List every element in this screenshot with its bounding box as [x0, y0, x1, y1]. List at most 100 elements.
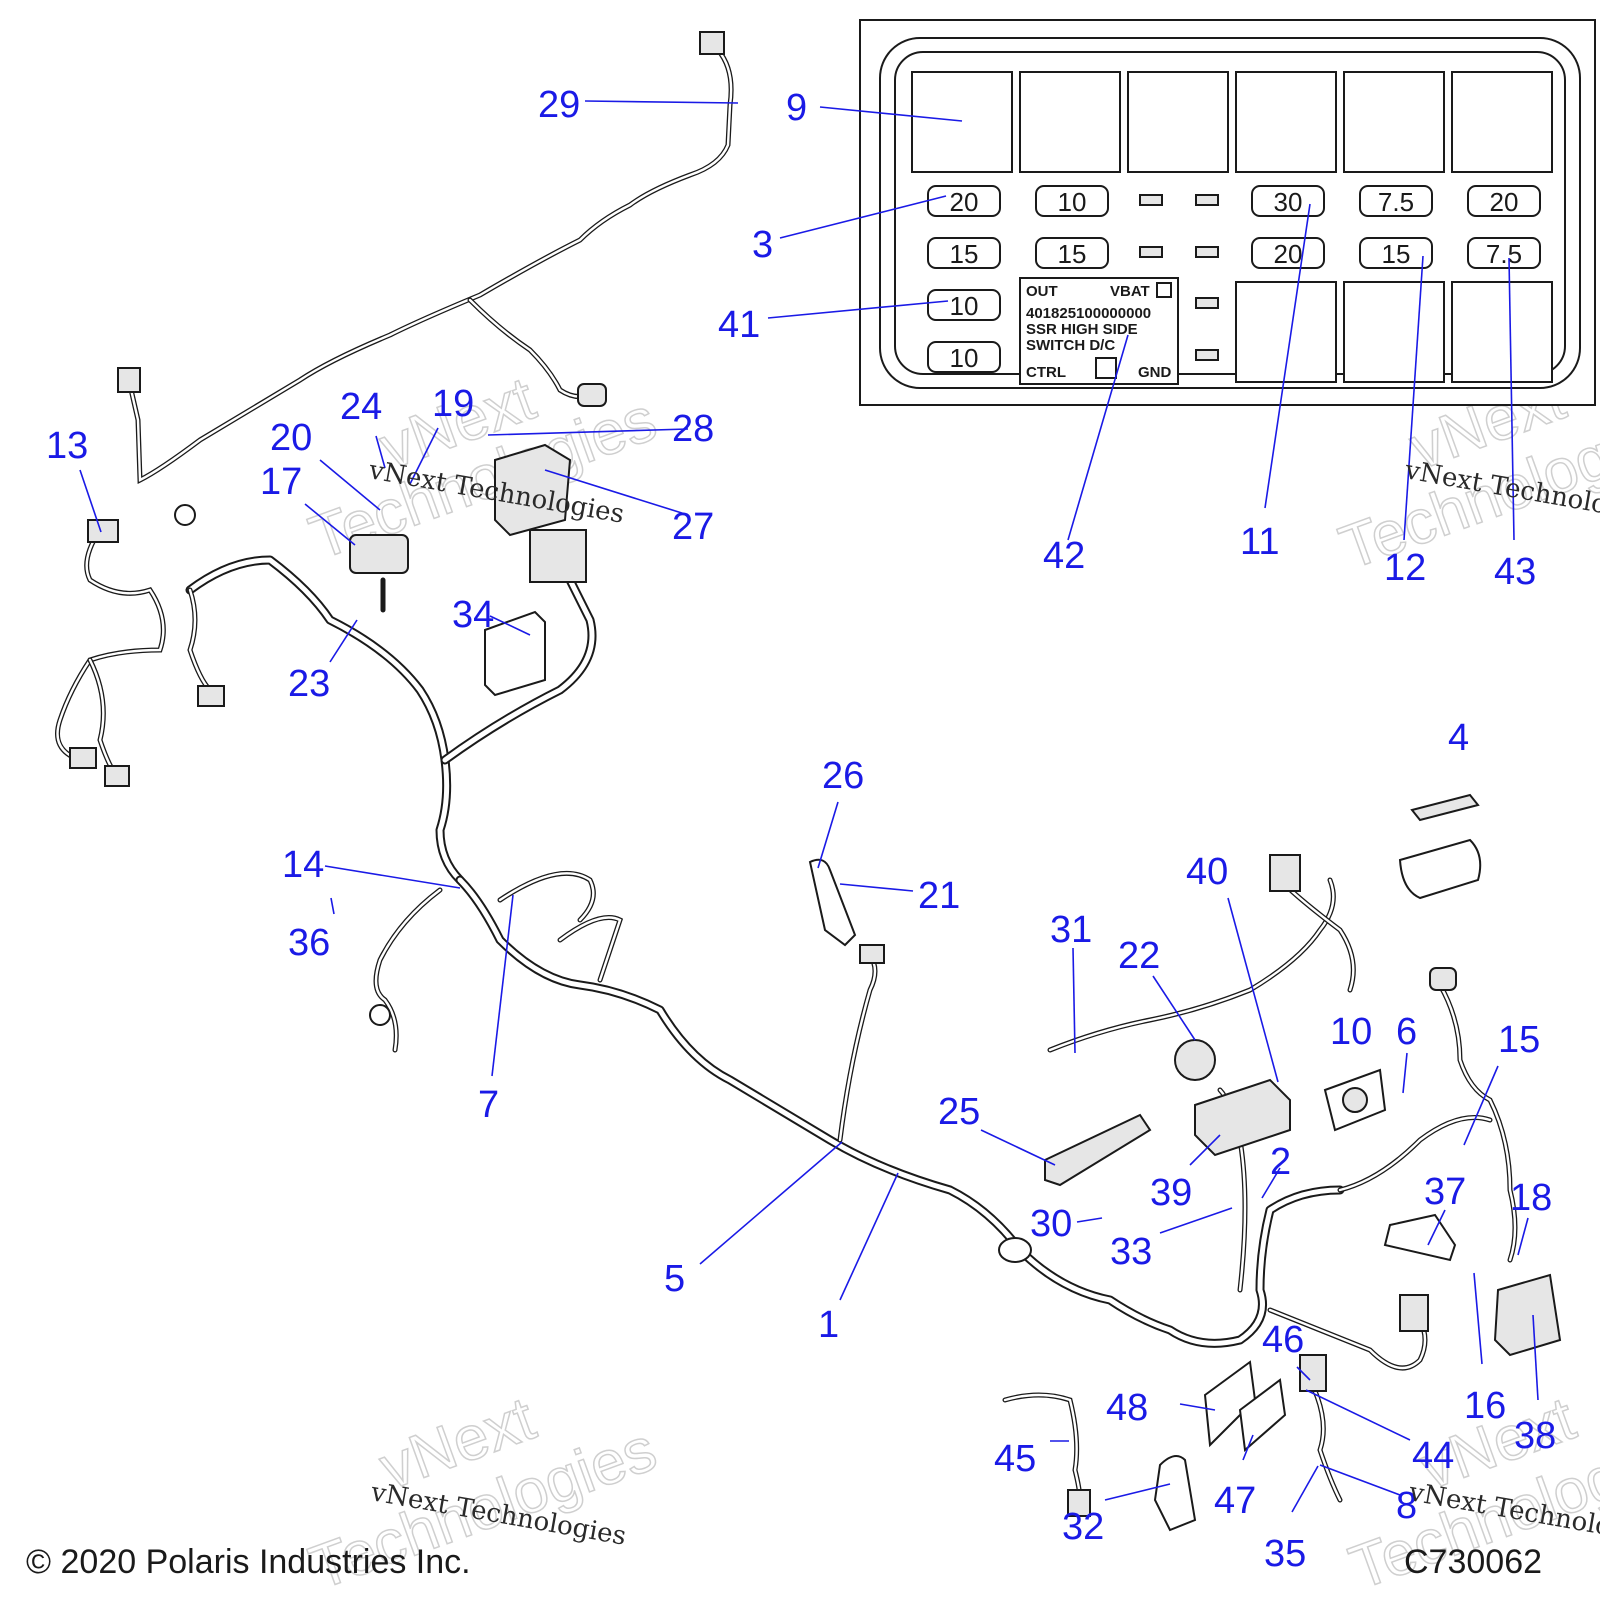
bracket-32	[1153, 1455, 1197, 1532]
mini-fuse-slots	[1139, 194, 1219, 361]
ssr-type-line1: SSR HIGH SIDE	[1026, 321, 1138, 338]
callout-36: 36	[288, 922, 330, 964]
callout-18: 18	[1510, 1177, 1552, 1219]
ssr-vbat-label: VBAT	[1110, 283, 1150, 300]
callout-11: 11	[1240, 521, 1279, 563]
relay-17	[349, 534, 409, 613]
right-harness-cluster	[1047, 854, 1518, 1503]
callout-2: 2	[1270, 1141, 1291, 1183]
grommet	[998, 1237, 1032, 1263]
cable-45	[1002, 1392, 1091, 1517]
callout-labels: 29 9 3 41 13 24 19 28 20 17 27 23 34 11 …	[46, 84, 1556, 1575]
fuse-label: 15	[950, 239, 979, 269]
callout-41: 41	[718, 304, 760, 346]
callout-17: 17	[260, 461, 302, 503]
callout-13: 13	[46, 425, 88, 467]
fuse-box: 20 10 30 7.5 20 15 15 20 15 7.5 10	[859, 19, 1596, 406]
callout-6: 6	[1396, 1011, 1417, 1053]
callout-15: 15	[1498, 1019, 1540, 1061]
callout-44: 44	[1412, 1435, 1454, 1477]
callout-14: 14	[282, 844, 324, 886]
horn-22	[1174, 1039, 1216, 1081]
drawing-code: C730062	[1404, 1543, 1542, 1581]
connector	[577, 383, 607, 407]
connector	[117, 367, 141, 393]
fuse-label: 30	[1274, 187, 1303, 217]
fuse-column-left: 10 10	[927, 289, 1001, 373]
callout-48: 48	[1106, 1387, 1148, 1429]
callout-38: 38	[1514, 1415, 1556, 1457]
callout-39: 39	[1150, 1172, 1192, 1214]
regulator-38	[1493, 1273, 1562, 1357]
fuse-label: 10	[1058, 187, 1087, 217]
ssr-part-number: 401825100000000	[1026, 305, 1151, 322]
connector	[699, 31, 725, 55]
callout-16: 16	[1464, 1385, 1506, 1427]
sensor	[174, 504, 196, 526]
bracket-34	[484, 610, 546, 697]
connector	[1269, 854, 1301, 892]
connector	[197, 685, 225, 707]
callout-29: 29	[538, 84, 580, 126]
copyright-text: © 2020 Polaris Industries Inc.	[26, 1543, 471, 1581]
callout-8: 8	[1396, 1485, 1417, 1527]
connector	[1299, 1354, 1327, 1392]
label-4	[1398, 793, 1482, 900]
callout-7: 7	[478, 1084, 499, 1126]
relay-slots-bottom	[1235, 281, 1553, 383]
callout-46: 46	[1262, 1319, 1304, 1361]
fuse-label: 20	[1490, 187, 1519, 217]
callout-45: 45	[994, 1438, 1036, 1480]
fuse-label: 10	[950, 291, 979, 321]
callout-26: 26	[822, 755, 864, 797]
left-harness-13	[55, 504, 597, 885]
fuse-label: 10	[950, 343, 979, 373]
callout-34: 34	[452, 594, 494, 636]
fuse-row-2: 15 15 20 15 7.5	[927, 237, 1541, 269]
ssr-module: OUT VBAT 401825100000000 SSR HIGH SIDE S…	[1019, 277, 1179, 385]
leader-lines	[79, 100, 1539, 1513]
connector	[104, 765, 130, 787]
grommet-10	[1323, 1068, 1387, 1132]
callout-47: 47	[1214, 1480, 1256, 1522]
connector	[859, 944, 885, 964]
callout-24: 24	[340, 386, 382, 428]
callout-37: 37	[1424, 1171, 1466, 1213]
callout-4: 4	[1448, 717, 1469, 759]
connector-block-25	[1044, 1113, 1152, 1187]
watermark-text: vNext Technologies vNext Technologies vN…	[366, 455, 1600, 1552]
fuse-label: 7.5	[1378, 187, 1414, 217]
connector	[87, 519, 119, 543]
connector	[1429, 967, 1457, 991]
connector	[1399, 1294, 1429, 1332]
relay-slots-top	[911, 71, 1553, 173]
bracket-37	[1383, 1213, 1457, 1262]
upper-harness-29	[117, 31, 734, 484]
fuse-label: 15	[1058, 239, 1087, 269]
main-harness-1	[369, 870, 1493, 1371]
callout-32: 32	[1062, 1506, 1104, 1548]
callout-21: 21	[918, 875, 960, 917]
callout-30: 30	[1030, 1203, 1072, 1245]
ssr-type-line2: SWITCH D/C	[1026, 337, 1115, 354]
ssr-gnd-label: GND	[1138, 364, 1172, 381]
callout-20: 20	[270, 417, 312, 459]
ssr-ctrl-label: CTRL	[1026, 364, 1066, 381]
ssr-out-label: OUT	[1026, 283, 1058, 300]
bracket-26	[808, 858, 857, 947]
callout-22: 22	[1118, 935, 1160, 977]
callout-33: 33	[1110, 1231, 1152, 1273]
connector	[1067, 1489, 1091, 1517]
callout-5: 5	[664, 1258, 685, 1300]
callout-25: 25	[938, 1091, 980, 1133]
ecu-27	[494, 443, 587, 583]
connector	[69, 747, 97, 769]
callout-12: 12	[1384, 547, 1426, 589]
fuse-label: 7.5	[1486, 239, 1522, 269]
callout-35: 35	[1264, 1533, 1306, 1575]
sensor	[369, 1004, 391, 1026]
callout-10: 10	[1330, 1011, 1372, 1053]
fuse-label: 15	[1382, 239, 1411, 269]
